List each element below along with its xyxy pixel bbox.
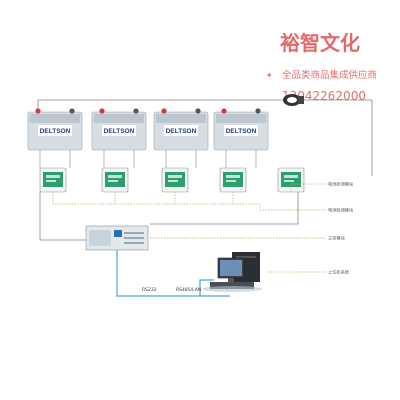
terminal-negative-icon [195,108,201,114]
label-battery-detection-1: 电池检测模块 [328,181,354,188]
label-battery-detection-2: 电池检测模块 [328,207,354,214]
terminal-negative-icon [133,108,139,114]
keyboard-icon [210,282,254,289]
battery-1: DELTSON [27,108,83,151]
battery-label-plate [224,125,258,136]
battery-3: DELTSON [153,108,209,151]
terminal-positive-icon [99,108,105,114]
star-icon: ✦ [266,71,273,80]
battery-2: DELTSON [91,108,147,151]
battery-brand: DELTSON [104,128,135,135]
battery-brand: DELTSON [166,128,197,135]
detection-module-5 [277,167,305,193]
watermark: 裕智文化 yuzhi 全品类商品集成供应商 13042262000 ✦ [266,31,377,103]
battery-lid [156,114,206,123]
battery-group: DELTSON DELTSON DELTSON DELTSON [27,108,269,151]
battery-lid [30,114,80,123]
battery-brand: DELTSON [226,128,257,135]
battery-4: DELTSON [213,108,269,151]
top-cable [37,99,373,176]
battery-lid [216,114,266,123]
current-sensor-icon [283,94,304,106]
terminal-positive-icon [161,108,167,114]
terminal-negative-icon [69,108,75,114]
terminal-positive-icon [35,108,41,114]
battery-label-plate [38,125,72,136]
detection-module-3 [161,167,189,193]
watermark-brand-small: yuzhi [304,36,315,41]
module-row [39,167,305,193]
host-computer [202,252,262,292]
signal-lines [52,183,326,273]
detection-module-4 [219,167,247,193]
battery-lid [94,114,144,123]
master-controller [85,225,149,251]
label-host-system: 上位机系统 [328,269,349,276]
watermark-brand: 裕智文化 [280,31,360,55]
module-connectors [39,150,257,168]
battery-label-plate [102,125,136,136]
detection-module-1 [39,167,67,193]
rs232-label: RS232 [142,287,157,293]
main-cable [39,192,299,241]
watermark-slogan: 全品类商品集成供应商 [282,69,377,81]
rs485-label: RS485/LAN [176,287,201,293]
communication-bus [116,250,230,297]
terminal-negative-icon [255,108,261,114]
detection-module-2 [101,167,129,193]
label-master-control: 主控模块 [328,235,346,242]
terminal-positive-icon [221,108,227,114]
battery-brand: DELTSON [40,128,71,135]
battery-label-plate [164,125,198,136]
